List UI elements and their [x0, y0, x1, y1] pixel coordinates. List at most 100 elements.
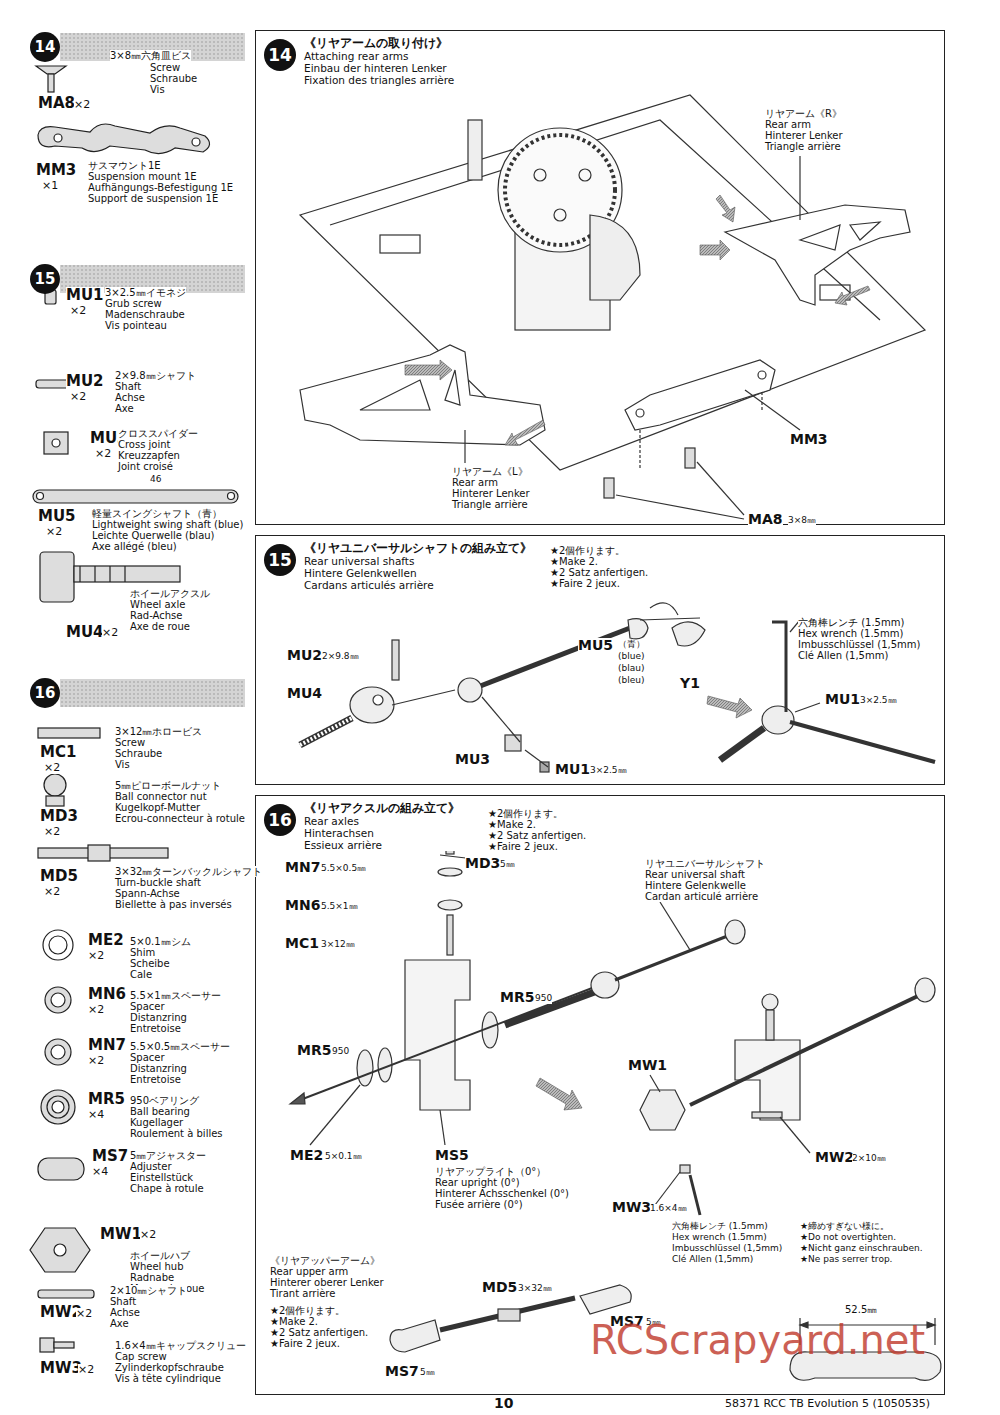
part-code: MA8: [38, 95, 75, 112]
part-label: ×2: [88, 1004, 104, 1016]
part-code: MN6: [285, 898, 320, 913]
step-number-text: 14: [35, 38, 56, 56]
part-label: 5㎜アジャスター: [130, 1150, 206, 1161]
title-line: Essieux arrière: [304, 839, 460, 851]
part-label: ★Faire 2 jeux.: [550, 578, 620, 589]
part-label: Shim: [130, 947, 155, 958]
part-label: ×2: [95, 448, 111, 460]
part-label: 六角棒レンチ (1.5mm): [672, 1222, 768, 1232]
part-label: Screw: [150, 62, 180, 73]
part-label: 2×9.8㎜シャフト: [115, 370, 196, 381]
title-line: Fixation des triangles arrière: [304, 74, 454, 86]
part-label: 2×9.8㎜: [322, 652, 359, 662]
part-label: Rear arm: [765, 119, 811, 130]
part-label: Distanzring: [130, 1063, 187, 1074]
part-label: ×4: [88, 1109, 104, 1121]
part-code: MW1: [100, 1226, 142, 1243]
part-label: 5.5×0.5㎜: [321, 864, 366, 874]
part-label: Roulement à billes: [130, 1128, 223, 1139]
part-label: 3×8㎜六角皿ビス: [110, 50, 191, 61]
title-line: Rear axles: [304, 815, 460, 827]
part-label: ★Faire 2 jeux.: [488, 841, 558, 852]
part-label: ホイールアクスル: [130, 588, 210, 599]
part-code: MU5: [578, 638, 613, 653]
part-label: ★Make 2.: [270, 1316, 318, 1327]
part-code: MU1: [825, 692, 860, 707]
step-title: 《リヤアクスルの組み立て》Rear axlesHinterachsenEssie…: [304, 802, 460, 851]
part-label: ホイールハブ: [130, 1250, 190, 1261]
part-label: ★2 Satz anfertigen.: [550, 567, 648, 578]
part-label: 5.5×1㎜: [321, 902, 358, 912]
part-label: Hinterer oberer Lenker: [270, 1277, 384, 1288]
part-label: Axe allégé (bleu): [92, 541, 177, 552]
part-label: Achse: [110, 1307, 140, 1318]
step-number-text: 15: [35, 270, 56, 288]
part-label: ★2個作ります。: [270, 1305, 345, 1316]
part-label: ×2: [140, 1229, 156, 1241]
part-label: Ball connector nut: [115, 791, 207, 802]
part-label: Biellette à pas inversés: [115, 899, 232, 910]
part-label: ×2: [74, 99, 90, 111]
part-label: Zylinderkopfschraube: [115, 1362, 224, 1373]
part-label: 3×8㎜: [788, 516, 816, 526]
part-label: 950: [535, 994, 552, 1004]
part-label: Rear upright (0°): [435, 1177, 520, 1188]
part-label: Clé Allen (1,5mm): [798, 650, 888, 661]
step-number: 15: [30, 264, 60, 294]
step-number: 14: [264, 39, 296, 71]
part-label: Spacer: [130, 1001, 165, 1012]
part-label: サスマウント1E: [88, 160, 161, 171]
part-label: Axe de roue: [130, 621, 190, 632]
part-label: 3×32㎜ターンバックルシャフト: [115, 866, 262, 877]
part-code: MC1: [40, 744, 76, 761]
part-label: ×2: [46, 526, 62, 538]
part-code: MD3: [40, 808, 78, 825]
part-label: (blau): [618, 664, 644, 674]
part-label: 5㎜: [420, 1368, 435, 1378]
part-label: 52.5㎜: [845, 1304, 877, 1315]
part-label: Schraube: [115, 748, 162, 759]
part-code: MU4: [287, 686, 322, 701]
part-code: MD3: [465, 856, 500, 871]
part-label: Cardan articulé arrière: [645, 891, 758, 902]
part-code: MS7: [92, 1148, 128, 1165]
part-label: 5×0.1㎜: [325, 1152, 362, 1162]
part-code: Y1: [680, 676, 700, 691]
part-label: Triangle arrière: [765, 141, 841, 152]
part-label: Axe: [110, 1318, 129, 1329]
part-label: 3×2.5㎜: [860, 696, 897, 706]
part-label: ★2 Satz anfertigen.: [270, 1327, 368, 1338]
part-label: Distanzring: [130, 1012, 187, 1023]
part-label: Imbusschlüssel (1,5mm): [672, 1244, 782, 1254]
part-label: Leichte Querwelle (blau): [92, 530, 215, 541]
part-label: Chape à rotule: [130, 1183, 204, 1194]
part-label: (blue): [618, 652, 644, 662]
step-number: 14: [30, 32, 60, 62]
step-number-text: 16: [35, 684, 56, 702]
part-code: MR5: [297, 1043, 331, 1058]
part-code: MN6: [88, 986, 126, 1003]
part-label: ×2: [70, 391, 86, 403]
part-label: ×2: [102, 627, 118, 639]
part-label: 3×12㎜: [321, 940, 355, 950]
part-label: Support de suspension 1E: [88, 193, 218, 204]
title-jp: 《リヤアームの取り付け》: [304, 37, 454, 50]
step-panel: 《リヤアクスルの組み立て》Rear axlesHinterachsenEssie…: [255, 795, 945, 1395]
part-code: MM3: [36, 162, 76, 179]
part-label: Axe: [115, 403, 134, 414]
part-label: Cross joint: [118, 439, 171, 450]
part-label: ★締めすぎない様に。: [800, 1222, 889, 1232]
part-label: Shaft: [110, 1296, 136, 1307]
part-label: Tirant arrière: [270, 1288, 335, 1299]
part-label: Hex wrench (1.5mm): [672, 1233, 767, 1243]
part-label: （青）: [618, 640, 645, 650]
part-label: ★2個作ります。: [550, 545, 625, 556]
part-label: ★Faire 2 jeux.: [270, 1338, 340, 1349]
part-label: Imbusschlüssel (1,5mm): [798, 639, 920, 650]
part-label: 3×32㎜: [518, 1284, 552, 1294]
part-label: 5.5×0.5㎜スペーサー: [130, 1041, 230, 1052]
part-label: Wheel axle: [130, 599, 185, 610]
part-label: 3×12㎜ホロービス: [115, 726, 202, 737]
part-code: MD5: [482, 1280, 517, 1295]
part-label: Screw: [115, 737, 145, 748]
